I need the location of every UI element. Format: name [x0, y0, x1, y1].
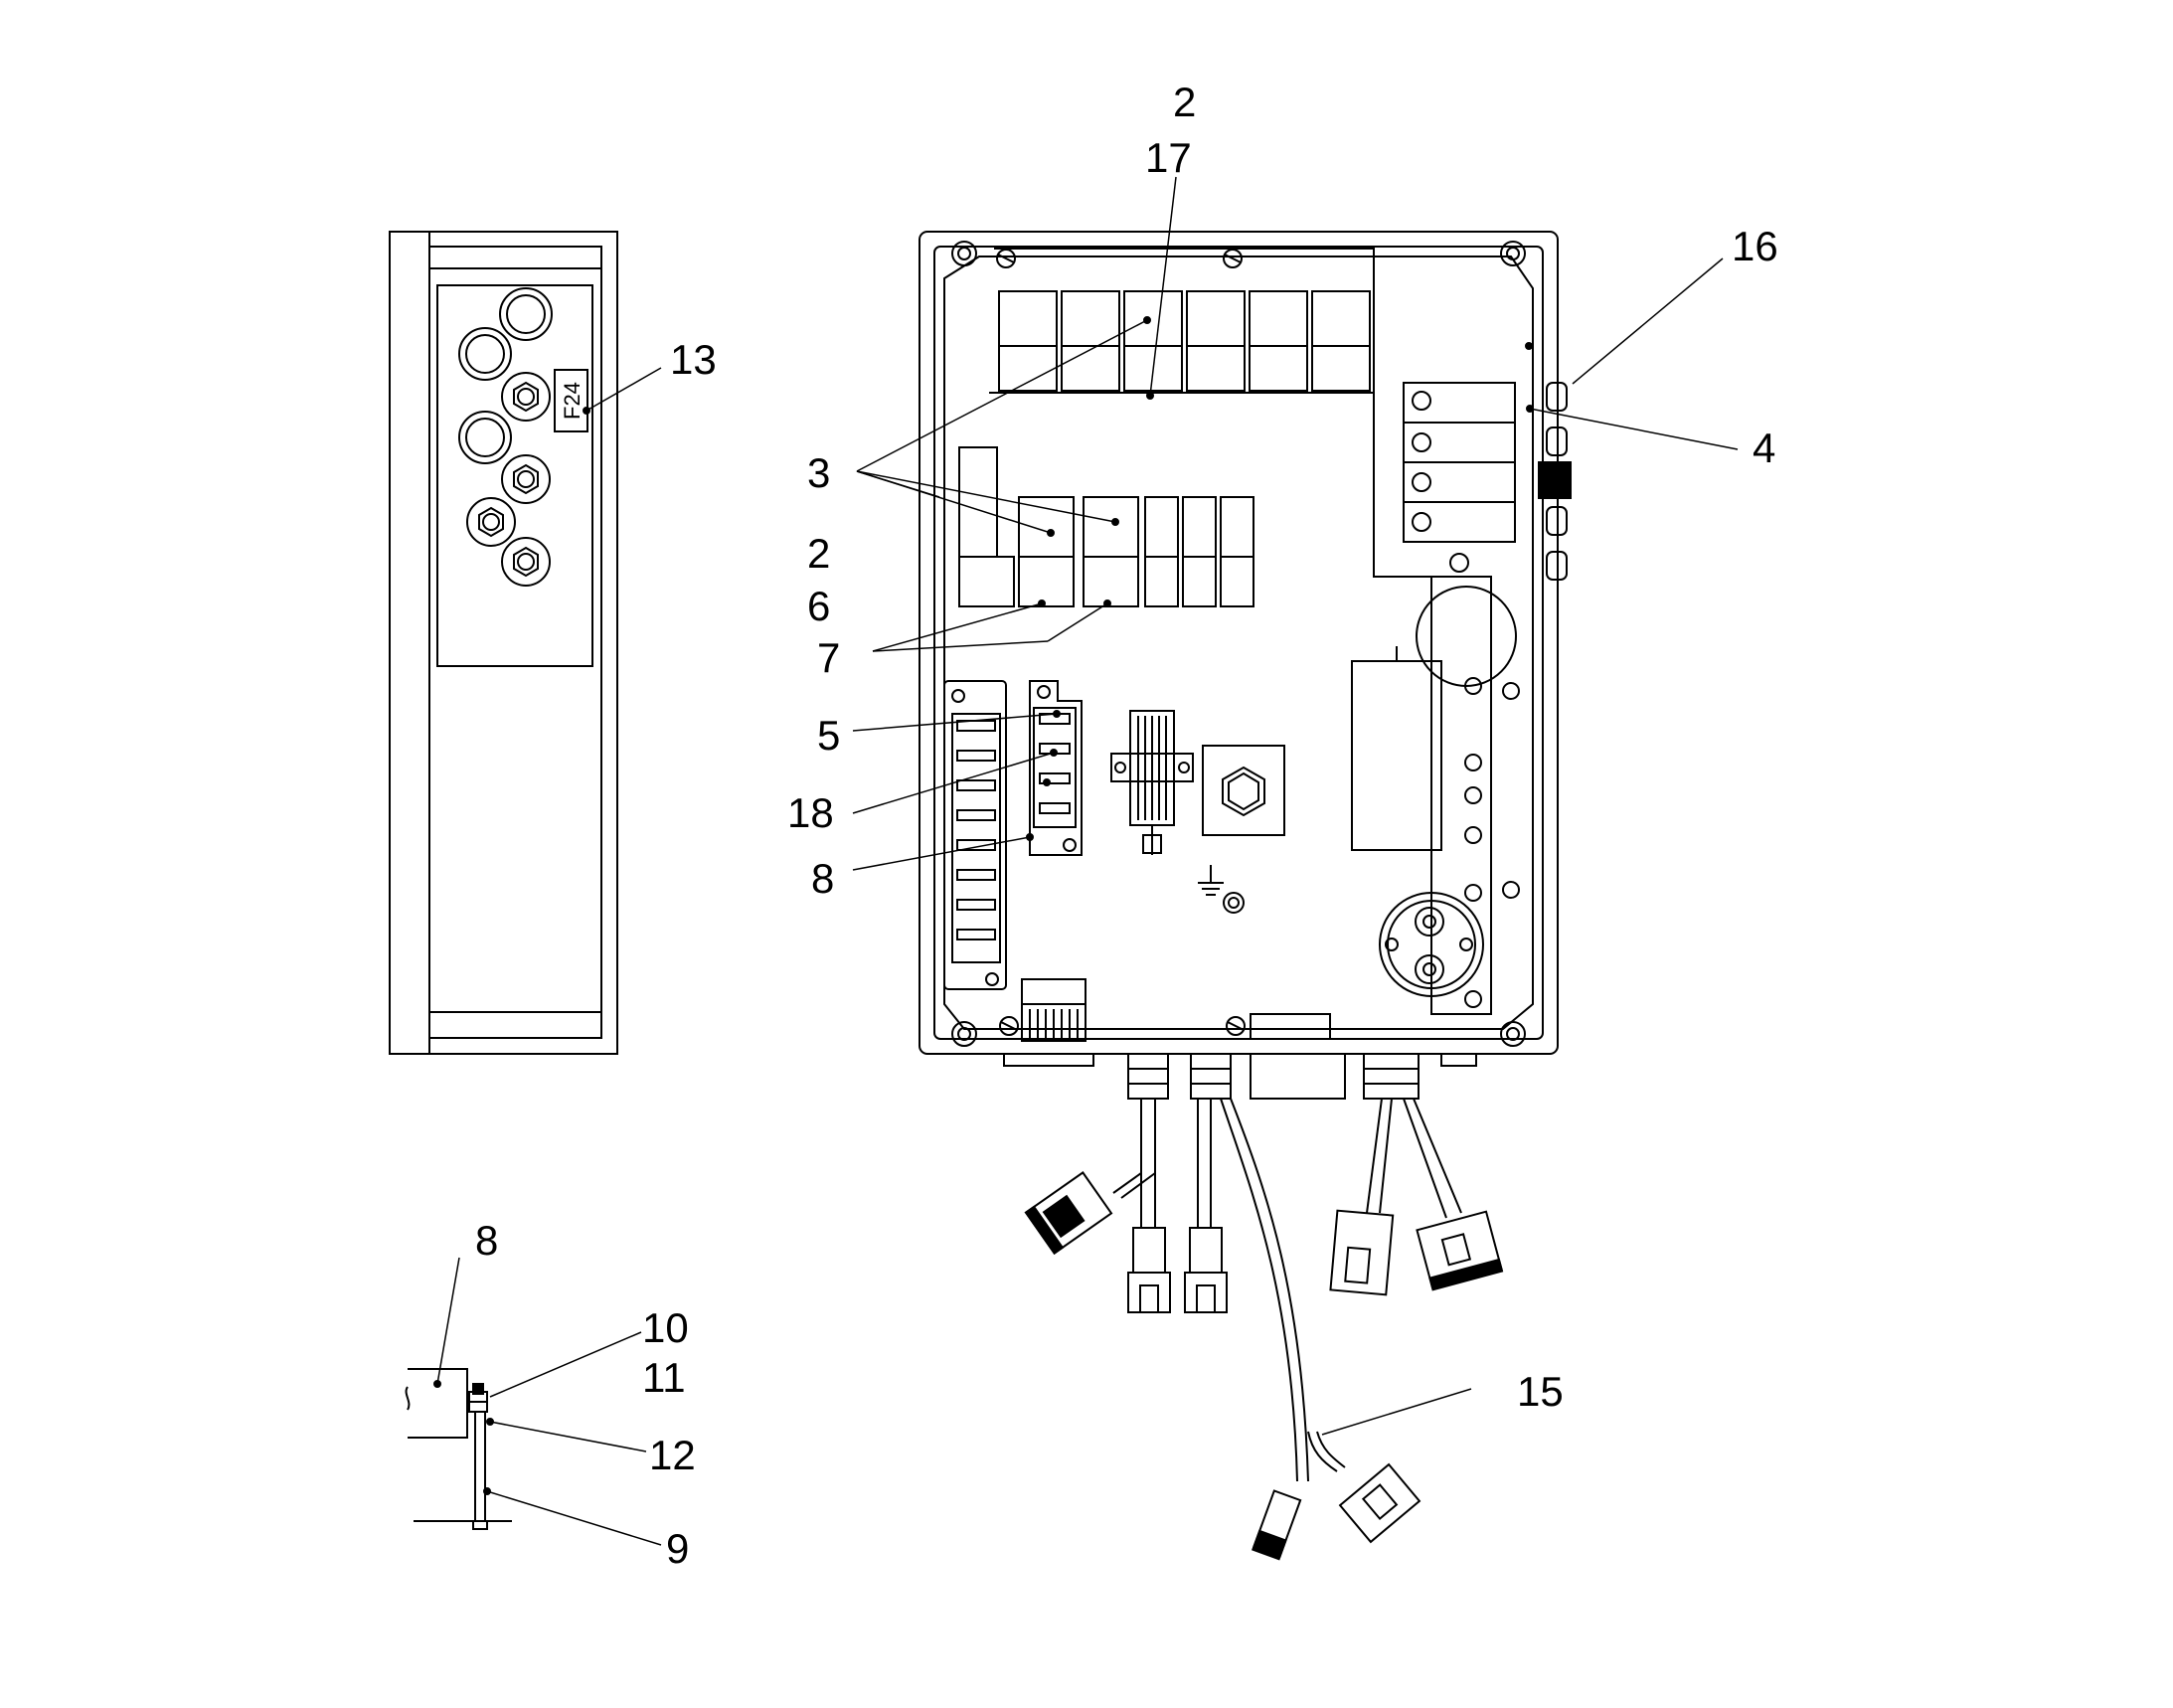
callout-7: 7: [817, 634, 840, 681]
callout-12: 12: [649, 1432, 696, 1478]
hex-nut-icon: [501, 372, 551, 422]
wire-harness: [1024, 1098, 1504, 1561]
fuse-holder-block: [943, 680, 1083, 990]
callout-10: 10: [642, 1304, 689, 1351]
screw-icon: [996, 249, 1246, 1036]
main-enclosure: [919, 231, 1572, 1067]
top-relay-row: [989, 290, 1374, 400]
callout-3: 3: [807, 449, 830, 496]
fuse-tag-label: F24: [560, 382, 585, 420]
detail-view: [405, 1368, 512, 1530]
callout-5: 5: [817, 712, 840, 759]
fuse-tag: [554, 369, 588, 432]
callout-2-mid: 2: [807, 530, 830, 577]
callout-18: 18: [787, 789, 834, 836]
resistor: [1110, 710, 1194, 855]
callout-4: 4: [1753, 425, 1775, 471]
callout-9: 9: [666, 1525, 689, 1572]
hex-nut-icon: [501, 537, 551, 587]
hex-nut-icon: [501, 454, 551, 504]
terminal-strip: [1351, 576, 1520, 1015]
callout-2-top: 2: [1173, 79, 1196, 125]
callout-8-mid: 8: [811, 855, 834, 902]
right-fuse-blocks: [1403, 342, 1572, 581]
cable-glands: [1127, 1053, 1477, 1100]
leader-lines: [436, 176, 1739, 1546]
side-view-panel: F24: [389, 231, 618, 1055]
callout-16: 16: [1732, 223, 1778, 269]
callout-6: 6: [807, 583, 830, 629]
hex-nut-icon: [466, 497, 516, 547]
hex-bolt-plate: [1202, 745, 1285, 836]
side-panel-inset: [436, 284, 593, 667]
bottom-connector: [1003, 978, 1331, 1067]
callout-15: 15: [1517, 1368, 1564, 1415]
callouts: 2 17 16 13 4 3 2 6 7 5 18 8 8 10 11 12 9…: [475, 79, 1778, 1572]
callout-11: 11: [642, 1354, 686, 1401]
callout-17: 17: [1145, 134, 1192, 181]
middle-relay-row: [958, 446, 1254, 607]
ground-icon: [1198, 865, 1245, 914]
callout-8-detail: 8: [475, 1217, 498, 1264]
callout-13: 13: [670, 336, 717, 383]
